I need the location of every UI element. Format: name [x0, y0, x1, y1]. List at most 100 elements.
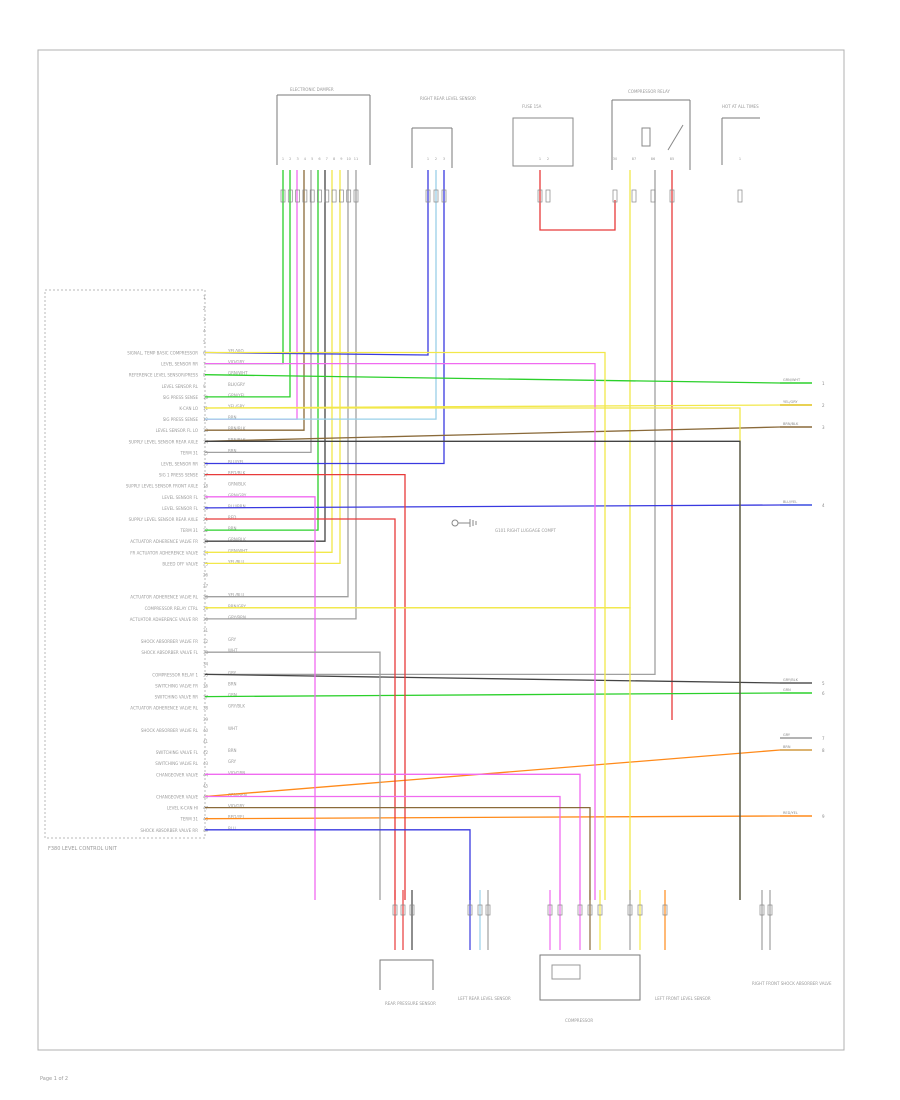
pin-number: 1 [203, 295, 206, 300]
terminal-pin [477, 904, 483, 916]
pin-function: LEVEL SENSOR FL [162, 495, 199, 500]
pin-number: 18 [203, 484, 209, 489]
exit-wire-code: BRN [783, 745, 791, 749]
connector-pin-number: 1 [739, 157, 741, 161]
connector-pin-number: 10 [346, 157, 350, 161]
pin-number: 6 [203, 351, 206, 356]
connector-pin-number: 3 [296, 157, 298, 161]
pin-number: 31 [203, 628, 209, 633]
wire-code: BRN [228, 415, 237, 420]
connector-pin-number: 86 [651, 157, 655, 161]
hot-fuse-label: HOT AT ALL TIMES [722, 104, 759, 109]
exit-ref: 5 [822, 681, 825, 686]
pin-function: LEVEL SENSOR FL [162, 506, 199, 511]
exit-wire-code: YEL/GRY [783, 400, 798, 404]
pin-number: 7 [203, 362, 206, 367]
connector-pin-number: 30 [613, 157, 617, 161]
connector-pin-number: 85 [670, 157, 674, 161]
connector-pin-number: 4 [304, 157, 307, 161]
connector-pin [295, 189, 300, 203]
connector-hot-fuse: HOT AT ALL TIMES [721, 104, 760, 165]
wire [205, 170, 656, 676]
connector-rear-axle-label: RIGHT REAR LEVEL SENSOR [420, 96, 476, 101]
connector-pin-number: 7 [326, 157, 328, 161]
exit-ref: 2 [822, 403, 825, 408]
pin-function: SHOCK ABSORBER VALVE FL [141, 650, 198, 655]
wire [205, 440, 741, 900]
connector-pin [537, 189, 543, 203]
pin-number: 45 [203, 783, 209, 788]
pin-function: FR ACTUATOR ADHERENCE VALVE [130, 550, 198, 555]
pin-function: SWITCHING VALVE FL [156, 750, 199, 755]
wire [204, 504, 781, 509]
pin-function: SWITCHING VALVE RL [155, 761, 199, 766]
exit-wire-code: GRN [783, 688, 791, 692]
connector-pin [669, 189, 675, 203]
connector-pin-number: 2 [289, 157, 291, 161]
terminal-pin [577, 904, 583, 916]
wire [205, 806, 591, 900]
pin-number: 3 [203, 317, 206, 322]
wire [205, 170, 291, 398]
connector-pin [280, 189, 286, 203]
pin-row-39: 39 [203, 717, 209, 722]
pin-number: 38 [203, 706, 209, 711]
wire-code: BRN [228, 682, 237, 687]
wire [205, 407, 741, 900]
pin-function: SHOCK ABSORBER VALVE FR [141, 639, 198, 644]
connector-fuse-box: FUSE 15A [512, 104, 574, 167]
wire-code: BRN/GRY [228, 604, 246, 609]
compressor-relay-label: COMPRESSOR RELAY [628, 89, 670, 94]
wire-code: GRY/BLK [228, 704, 245, 709]
pin-number: 42 [203, 750, 209, 755]
connector-pin [433, 189, 439, 203]
connector-pin [441, 189, 447, 203]
wire-code: GRN/BRN [228, 793, 247, 798]
pin-row-4: 4 [203, 328, 206, 333]
pin-function: COMPRESSOR RELAY CTRL [145, 606, 199, 611]
left-front-level-label: LEFT FRONT LEVEL SENSOR [655, 996, 711, 1001]
pin-function: SIG PRESS SENSE [163, 417, 199, 422]
terminal-pin [400, 904, 406, 916]
exit-wire-code: BLU/YEL [783, 500, 797, 504]
wire [205, 473, 406, 900]
connector-electronic-damper-label: ELECTRONIC DAMPER [290, 87, 334, 92]
pin-function: LEVEL K-CAN HI [167, 806, 198, 811]
exit-wire-code: GRN/WHT [783, 378, 801, 382]
pin-function: LEVEL SENSOR RR [161, 362, 198, 367]
wire-code: GRN/WHT [228, 548, 248, 553]
connector-pin-number: 2 [547, 157, 549, 161]
pin-row-5: 5 [203, 339, 206, 344]
wire-code: YEL/VIO [227, 349, 244, 354]
exit-ref: 3 [822, 425, 825, 430]
pin-function: COMPRESSOR RELAY 1 [152, 672, 198, 677]
page-indicator: Page 1 of 2 [40, 1076, 68, 1082]
connector-pin [631, 189, 637, 203]
pin-function: LEVEL SENSOR RR [161, 462, 198, 467]
wire [204, 426, 781, 442]
wire [205, 170, 341, 565]
pin-function: ACTUATOR ADHERENCE VALVE RL [130, 595, 198, 600]
exit-wire-code: GRY/BLK [783, 678, 799, 682]
wire-code: GRN/YEL [228, 393, 246, 398]
connector-pin [309, 189, 315, 203]
pin-row-3: 3 [203, 317, 206, 322]
wire [205, 170, 357, 620]
connector-pin [339, 189, 344, 203]
pin-number: 8 [203, 373, 206, 378]
wire [205, 773, 581, 900]
wire-code: GRN/BLK [228, 537, 246, 542]
exit-wire-code: BRN/BLK [783, 422, 799, 426]
pin-row-41: 41 [203, 739, 209, 744]
exit-ref: 1 [822, 381, 825, 386]
pin-row-1: 1 [203, 295, 206, 300]
wire-code: VIO/GRN [228, 770, 245, 775]
wire [539, 170, 616, 231]
connector-pin-number: 1 [427, 157, 429, 161]
